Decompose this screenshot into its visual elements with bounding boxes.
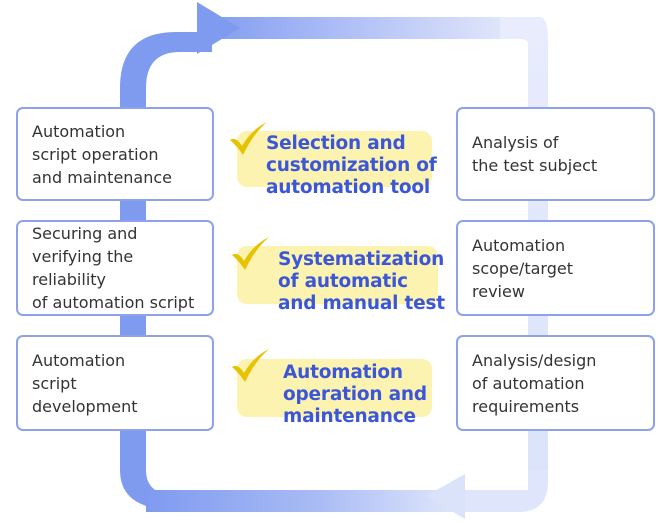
focus-item-1: Selection and customization of automatio…	[266, 133, 437, 198]
right-step-3: Analysis/design of automation requiremen…	[456, 335, 655, 431]
right-step-2-label: Automation scope/target review	[472, 235, 573, 301]
right-step-1: Analysis of the test subject	[456, 107, 655, 201]
left-step-2: Securing and verifying the reliability o…	[16, 220, 214, 316]
right-step-1-label: Analysis of the test subject	[472, 133, 598, 175]
left-step-1: Automation script operation and maintena…	[16, 107, 214, 201]
left-step-3-label: Automation script development	[32, 350, 138, 416]
focus-highlight-3	[237, 359, 432, 417]
check-icon	[232, 237, 269, 270]
right-step-2: Automation scope/target review	[456, 220, 655, 316]
focus-item-3: Automation operation and maintenance	[283, 362, 427, 427]
right-step-3-label: Analysis/design of automation requiremen…	[472, 350, 597, 416]
check-icon	[230, 122, 267, 155]
focus-highlight-2	[237, 246, 438, 304]
check-icon	[232, 349, 269, 382]
left-step-3: Automation script development	[16, 335, 214, 431]
focus-item-2: Systematization of automatic and manual …	[278, 249, 445, 314]
left-step-1-label: Automation script operation and maintena…	[32, 121, 173, 187]
left-step-2-label: Securing and verifying the reliability o…	[32, 224, 195, 312]
focus-highlight-1	[237, 131, 432, 187]
